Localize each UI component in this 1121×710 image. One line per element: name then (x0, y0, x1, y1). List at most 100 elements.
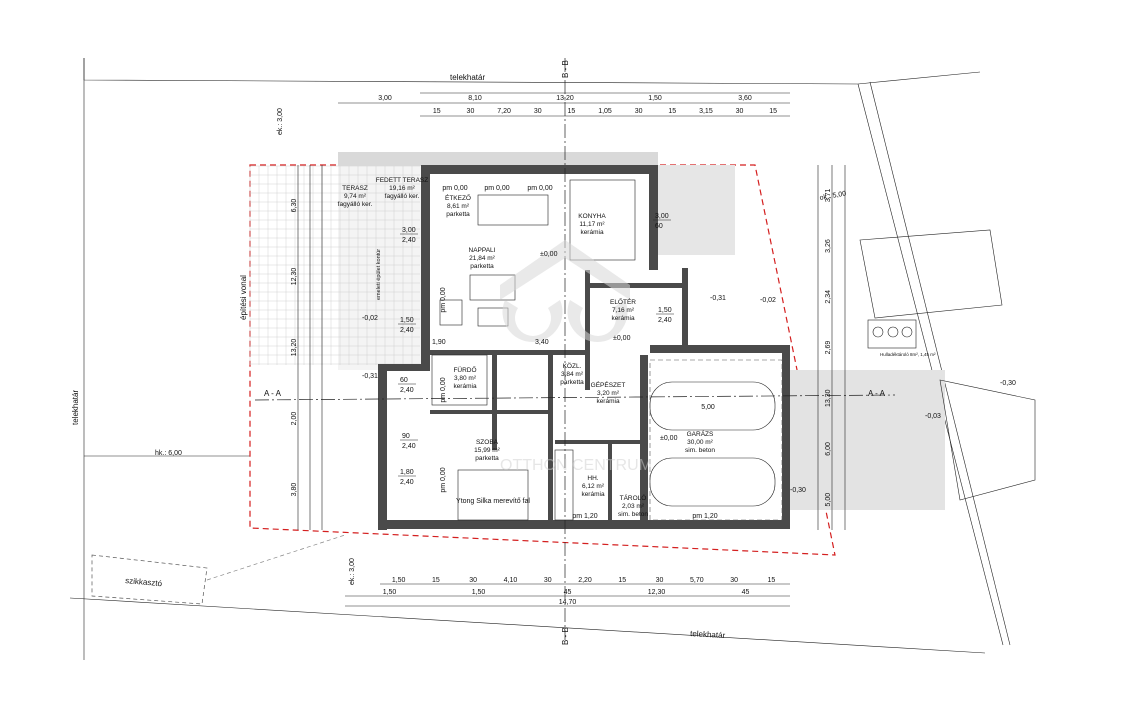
property-lines (69, 58, 1011, 660)
dim-left: 6,30 (291, 199, 298, 213)
room-area: 9,74 m² (344, 193, 367, 200)
room-floor: parketta (560, 379, 584, 386)
section-bb-top: B - B (561, 60, 570, 78)
dim-left: 12,30 (291, 268, 298, 286)
room-name: ÉTKEZŐ (445, 193, 471, 202)
dim-top-1: 13,20 (556, 95, 574, 102)
terrace-tiles (249, 165, 423, 370)
room-name: TÁROLÓ (620, 493, 647, 502)
section-aa-left: A - A (264, 389, 282, 398)
level-marker: ±0,00 (613, 335, 631, 342)
dim-left: 13,20 (291, 339, 298, 357)
section-aa-right: A - A (868, 389, 886, 398)
section-labels: B - B B - B A - A A - A (264, 60, 886, 645)
building-line (249, 164, 836, 556)
room-floor: kerámia (611, 315, 635, 322)
room-area: 8,61 m² (447, 203, 470, 210)
property-line-bottom-label: telekhatár (690, 629, 726, 640)
level-marker: -0,30 (1000, 380, 1016, 387)
parapet-height: pm 0,00 (442, 185, 467, 192)
room-floor: fagyálló ker. (385, 193, 420, 200)
section-bb-bottom: B - B (561, 627, 570, 645)
dim-top-2: 7,20 (497, 108, 511, 115)
dim-top-2: 15 (668, 108, 676, 115)
level-marker: ±0,00 (660, 435, 678, 442)
parapet-height: pm 0,00 (527, 185, 552, 192)
dim-top-2: 15 (433, 108, 441, 115)
parapet-height: pm 0,00 (440, 287, 447, 312)
room-area: 30,00 m² (687, 439, 713, 446)
dim-top-2: 3,15 (699, 108, 713, 115)
room-area: 3,84 m² (561, 371, 584, 378)
opening-height: 2,40 (402, 237, 416, 244)
dim-bottom-2: 1,50 (472, 589, 486, 596)
dim-top-2: 15 (769, 108, 777, 115)
roof-overhang (338, 152, 658, 166)
dim-top-1: 3,00 (378, 95, 392, 102)
level-marker: -0,31 (362, 373, 378, 380)
dim-bottom-1: 1,50 (392, 577, 406, 584)
room-name: GARÁZS (687, 429, 714, 438)
dim-top-2: 30 (635, 108, 643, 115)
parapet-height: pm 1,20 (692, 513, 717, 520)
room-floor: parketta (475, 455, 499, 462)
dim-top-1: 1,50 (648, 95, 662, 102)
opening-width: 3,00 (655, 213, 669, 220)
garage-cars (649, 359, 783, 521)
level-marker: -0,02 (362, 315, 378, 322)
dim-top-2: 1,05 (598, 108, 612, 115)
room-area: 15,99 m² (474, 447, 500, 454)
room-area: 7,16 m² (612, 307, 635, 314)
dim-top-1: 3,60 (738, 95, 752, 102)
level-marker: -0,31 (710, 295, 726, 302)
stair-dim-2: 3,40 (535, 339, 549, 346)
dim-bottom-1: 30 (730, 577, 738, 584)
property-line-left-label: telekhatár (71, 390, 80, 425)
opening-height: 2,40 (402, 443, 416, 450)
watermark-label: OTTHON CENTRUM (500, 457, 652, 474)
outer-walls (378, 165, 790, 530)
garage-forecourt (790, 370, 945, 510)
opening-height: 2,40 (658, 317, 672, 324)
opening-width: 1,80 (400, 469, 414, 476)
section-lines (254, 58, 896, 640)
dim-bottom-2: 12,30 (648, 589, 666, 596)
parapet-height: pm 0,00 (484, 185, 509, 192)
opening-width: 60 (400, 377, 408, 384)
side-distance-right-label: ok.: 5,00 (819, 190, 847, 202)
level-marker: ±0,00 (540, 251, 558, 258)
room-area: 11,17 m² (579, 221, 605, 228)
dim-bottom-3: 14,70 (559, 599, 577, 606)
opening-height: 2,40 (400, 387, 414, 394)
side-distance-left-label: hk.: 6,00 (155, 450, 182, 457)
waste-storage-note: Hulladéktároló 8m², 1,45 m² (880, 352, 936, 357)
room-name: FEDETT TERASZ (376, 177, 429, 184)
room-floor: parketta (446, 211, 470, 218)
opening-height: 2,40 (400, 479, 414, 486)
opening-width: 3,00 (402, 227, 416, 234)
plot-labels: telekhatár telekhatár telekhatár építési… (71, 73, 847, 640)
dim-bottom-2: 45 (742, 589, 750, 596)
dim-right: 2,34 (825, 290, 832, 304)
dim-bottom-1: 30 (469, 577, 477, 584)
opening-width: 1,50 (400, 317, 414, 324)
parapet-height: pm 0,00 (440, 377, 447, 402)
dim-bottom-2: 1,50 (383, 589, 397, 596)
room-area: 6,12 m² (582, 483, 605, 490)
dim-right: 5,00 (825, 493, 832, 507)
dim-top-2: 30 (736, 108, 744, 115)
level-marker: -0,02 (760, 297, 776, 304)
watermark-text: OTTHON CENTRUM (500, 457, 652, 474)
dim-right: 3,71 (825, 188, 832, 202)
room-floor: sim. beton (685, 447, 715, 454)
room-name: HH. (587, 475, 598, 482)
interior-walls (430, 270, 685, 525)
room-floor: kerámia (581, 491, 605, 498)
soakaway-label: szikkasztó (125, 576, 163, 588)
dim-bottom-1: 4,10 (504, 577, 518, 584)
property-line-top-label: telekhatár (450, 73, 485, 82)
dimension-lines (297, 92, 846, 607)
room-area: 3,20 m² (597, 390, 620, 397)
